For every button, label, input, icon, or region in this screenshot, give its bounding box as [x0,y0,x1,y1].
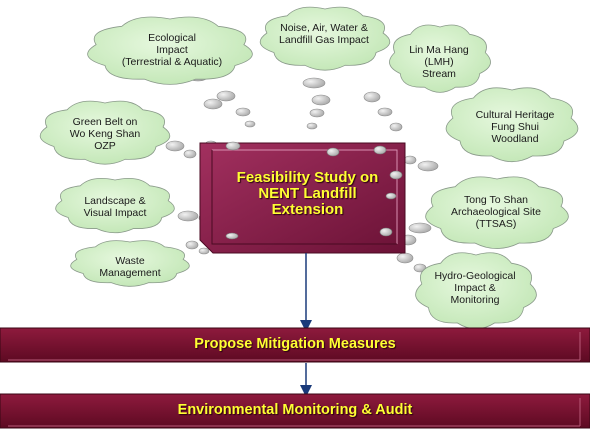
cloud-lmh [389,24,491,93]
central-box [199,142,406,254]
bubble [302,77,326,89]
bubble [311,94,331,106]
bubble [326,147,340,157]
bubble [235,107,251,117]
bubble [225,232,239,240]
bubble [183,149,197,159]
bubble [403,155,417,165]
bubble [203,98,223,110]
bubble [244,120,256,128]
bubble [306,122,318,130]
band-label-monitoring: Environmental Monitoring & Audit [177,402,413,418]
cloud-noise [259,6,391,71]
bubble [225,141,241,151]
bubble [389,122,403,132]
bubble [309,108,325,118]
central-box-title: Feasibility Study on NENT Landfill Exten… [236,169,379,218]
cloud-waste [70,240,190,287]
bubble [363,91,381,103]
bubble [417,160,439,172]
cloud-label-landscape: Landscape &Visual Impact [83,195,147,219]
bubble [379,227,393,237]
band-mitigation [0,327,590,363]
band-label-mitigation: Propose Mitigation Measures [194,336,396,352]
bubble [373,145,387,155]
bubble [177,210,199,222]
cloud-ecological [87,16,253,85]
cloud-label-noise: Noise, Air, Water &Landfill Gas Impact [279,22,369,46]
bubble [377,107,393,117]
box-bubbles [225,141,403,240]
cloud-green-belt [39,100,171,165]
bubble [396,252,414,264]
bubble [385,192,397,200]
cloud-label-lmh: Lin Ma Hang(LMH)Stream [409,44,469,80]
thought-bubbles [165,68,439,273]
bubble [198,247,210,255]
bubble [389,170,403,180]
cloud-cultural [445,87,579,163]
bubble [165,140,185,152]
band-monitoring [0,393,590,429]
cloud-landscape [55,178,175,234]
bubble [408,222,432,234]
cloud-layer [39,6,579,330]
bubble [185,240,199,250]
bubble [216,90,236,102]
cloud-ttsas [425,176,569,249]
